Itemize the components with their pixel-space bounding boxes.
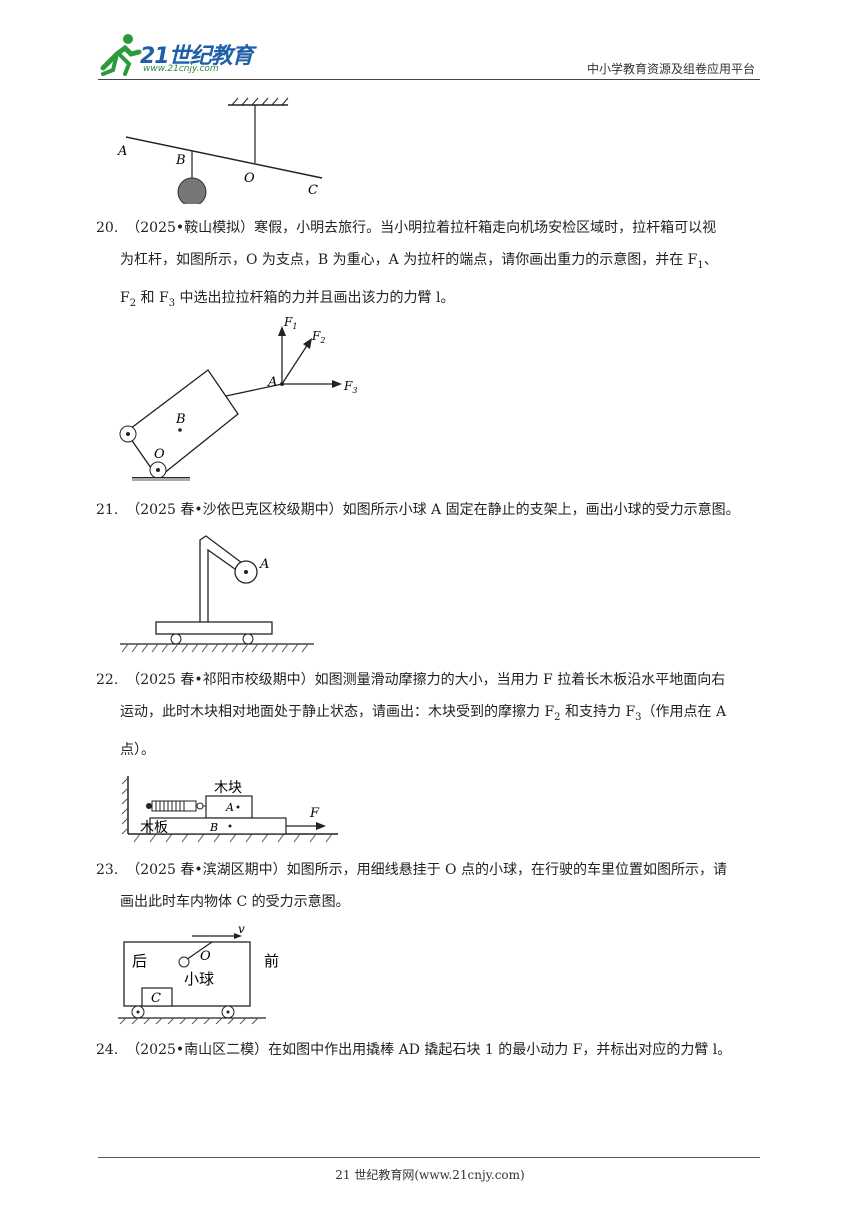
- header-divider: [98, 79, 760, 80]
- ceiling-hatch: [231, 97, 289, 106]
- spring-scale: [151, 800, 197, 812]
- svg-text:后: 后: [132, 952, 147, 970]
- label-b: B: [175, 412, 186, 427]
- hanging-ball: [177, 177, 207, 204]
- runner-logo-icon: [100, 34, 142, 76]
- friction-figure: A B F 木块 木板: [121, 776, 338, 843]
- suitcase-handle: [225, 383, 283, 397]
- label-b: B: [175, 153, 186, 168]
- svg-text:前: 前: [264, 952, 279, 970]
- svg-text:F2: F2: [311, 329, 325, 345]
- svg-text:C: C: [151, 991, 161, 1006]
- logo: [95, 30, 265, 80]
- question-23: 23.（2025 春•滨湖区期中）如图所示，用细线悬挂于 O 点的小球，在行驶的…: [96, 862, 727, 910]
- label-a: A: [267, 375, 277, 390]
- suitcase-body: [125, 369, 239, 479]
- question-20: 20. （2025•鞍山模拟）寒假，小明去旅行。当小明拉着拉杆箱走向机场安检区域时…: [96, 220, 718, 309]
- luggage-figure: F1 F2 F3 A B O: [119, 315, 357, 481]
- svg-text:F: F: [309, 806, 320, 821]
- logo-url: www.21cnjy.com: [143, 64, 219, 74]
- logo-text: 21世纪教育: [140, 44, 254, 69]
- footer-divider: [98, 1157, 760, 1158]
- svg-text:小球: 小球: [184, 970, 214, 988]
- small-ball: [178, 956, 190, 968]
- label-o: O: [244, 171, 255, 186]
- svg-text:B: B: [209, 821, 218, 834]
- force-f2: [281, 343, 309, 385]
- question-text: （2025•鞍山模拟）寒假，小明去旅行。当小明拉着拉杆箱走向机场安检区域时，拉杆…: [126, 220, 717, 236]
- bracket-figure: A: [120, 535, 314, 653]
- svg-text:F1: F1: [283, 315, 297, 331]
- lever-bar: [125, 136, 323, 179]
- svg-text:木板: 木板: [140, 820, 168, 836]
- center-of-gravity: [178, 428, 182, 432]
- label-c: C: [308, 183, 318, 198]
- label-o: O: [154, 447, 165, 462]
- car-figure: v O 后 前 小球 C: [118, 924, 279, 1025]
- platform-title: 中小学教育资源及组卷应用平台: [586, 62, 755, 76]
- svg-text:v: v: [238, 924, 245, 936]
- label-a: A: [117, 144, 127, 159]
- cart-body: [155, 621, 273, 635]
- svg-text:O: O: [200, 949, 211, 964]
- question-22: 22.（2025 春•祁阳市校级期中）如图测量滑动摩擦力的大小，当用力 F 拉着…: [96, 672, 727, 758]
- lever-figure: A B O C: [117, 97, 323, 204]
- svg-text:A: A: [259, 557, 269, 572]
- question-number: 20.: [96, 220, 119, 236]
- svg-text:F3: F3: [343, 379, 357, 395]
- footer-text: 21 世纪教育网(www.21cnjy.com): [335, 1168, 525, 1182]
- object-c: [141, 987, 173, 1007]
- svg-text:木块: 木块: [214, 780, 242, 796]
- question-21: 21.（2025 春•沙依巴克区校级期中）如图所示小球 A 固定在静止的支架上，…: [96, 502, 740, 518]
- svg-text:A: A: [225, 801, 234, 814]
- question-24: 24.（2025•南山区二模）在如图中作出用撬棒 AD 撬起石块 1 的最小动力…: [96, 1042, 732, 1058]
- suspension-line: [185, 941, 213, 961]
